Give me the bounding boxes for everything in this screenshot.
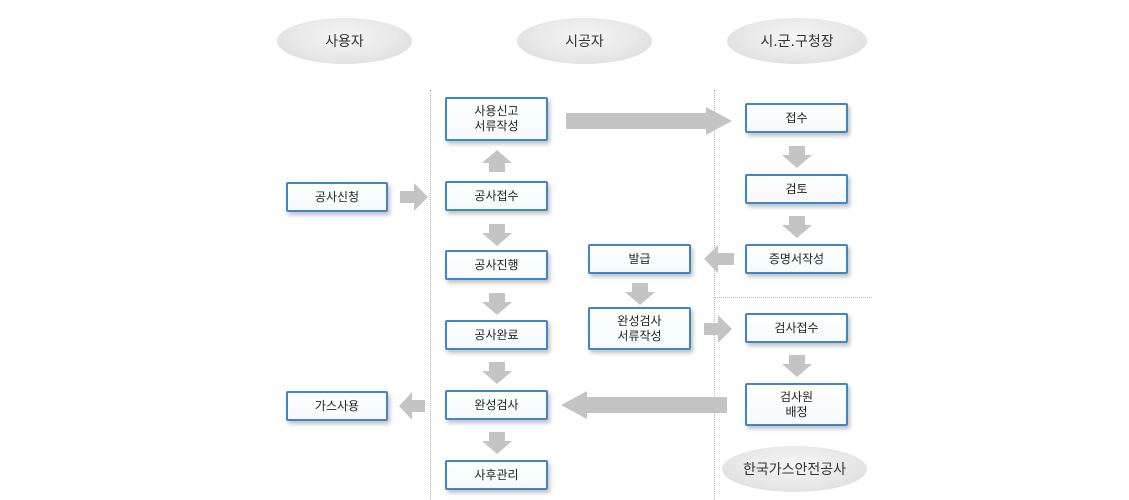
arrow-down-icon (782, 216, 812, 238)
arrow-down-icon (482, 432, 512, 454)
arrow-right-icon (566, 107, 732, 135)
box-after-management: 사후관리 (445, 460, 548, 490)
lane-divider-horizontal (714, 297, 872, 298)
lane-header-user: 사용자 (277, 18, 412, 64)
box-review: 검토 (745, 174, 848, 204)
arrow-down-icon (482, 224, 512, 246)
lane-divider-left (430, 90, 431, 500)
lane-header-kgs: 한국가스안전공사 (722, 446, 867, 492)
box-completion-inspection: 완성검사 (445, 390, 548, 420)
arrow-left-icon (704, 245, 734, 273)
box-construction-request: 공사신청 (286, 182, 388, 212)
arrow-down-icon (482, 362, 512, 384)
lane-header-government: 시.군.구청장 (727, 18, 867, 64)
arrow-down-icon (782, 355, 812, 377)
box-receipt: 접수 (745, 103, 848, 133)
box-construction-receipt: 공사접수 (445, 181, 548, 211)
arrow-down-icon (782, 146, 812, 168)
arrow-left-icon (399, 392, 425, 420)
box-certificate-writing: 증명서작성 (745, 244, 848, 274)
box-gas-use: 가스사용 (286, 391, 388, 421)
box-construction-complete: 공사완료 (445, 320, 548, 350)
arrow-up-icon (482, 150, 512, 172)
box-inspector-assignment: 검사원 배정 (745, 383, 848, 426)
lane-divider-right (714, 90, 715, 500)
lane-header-contractor: 시공자 (517, 18, 652, 64)
arrow-down-icon (625, 283, 655, 305)
box-usage-report-docs: 사용신고 서류작성 (445, 97, 548, 141)
box-inspection-receipt: 검사접수 (745, 313, 848, 343)
arrow-right-icon (400, 183, 428, 211)
box-completion-inspection-docs: 완성검사 서류작성 (588, 307, 691, 350)
box-issuance: 발급 (588, 244, 691, 274)
arrow-down-icon (482, 293, 512, 315)
box-construction-progress: 공사진행 (445, 250, 548, 280)
arrow-right-icon (704, 315, 732, 343)
arrow-left-icon (561, 391, 727, 419)
